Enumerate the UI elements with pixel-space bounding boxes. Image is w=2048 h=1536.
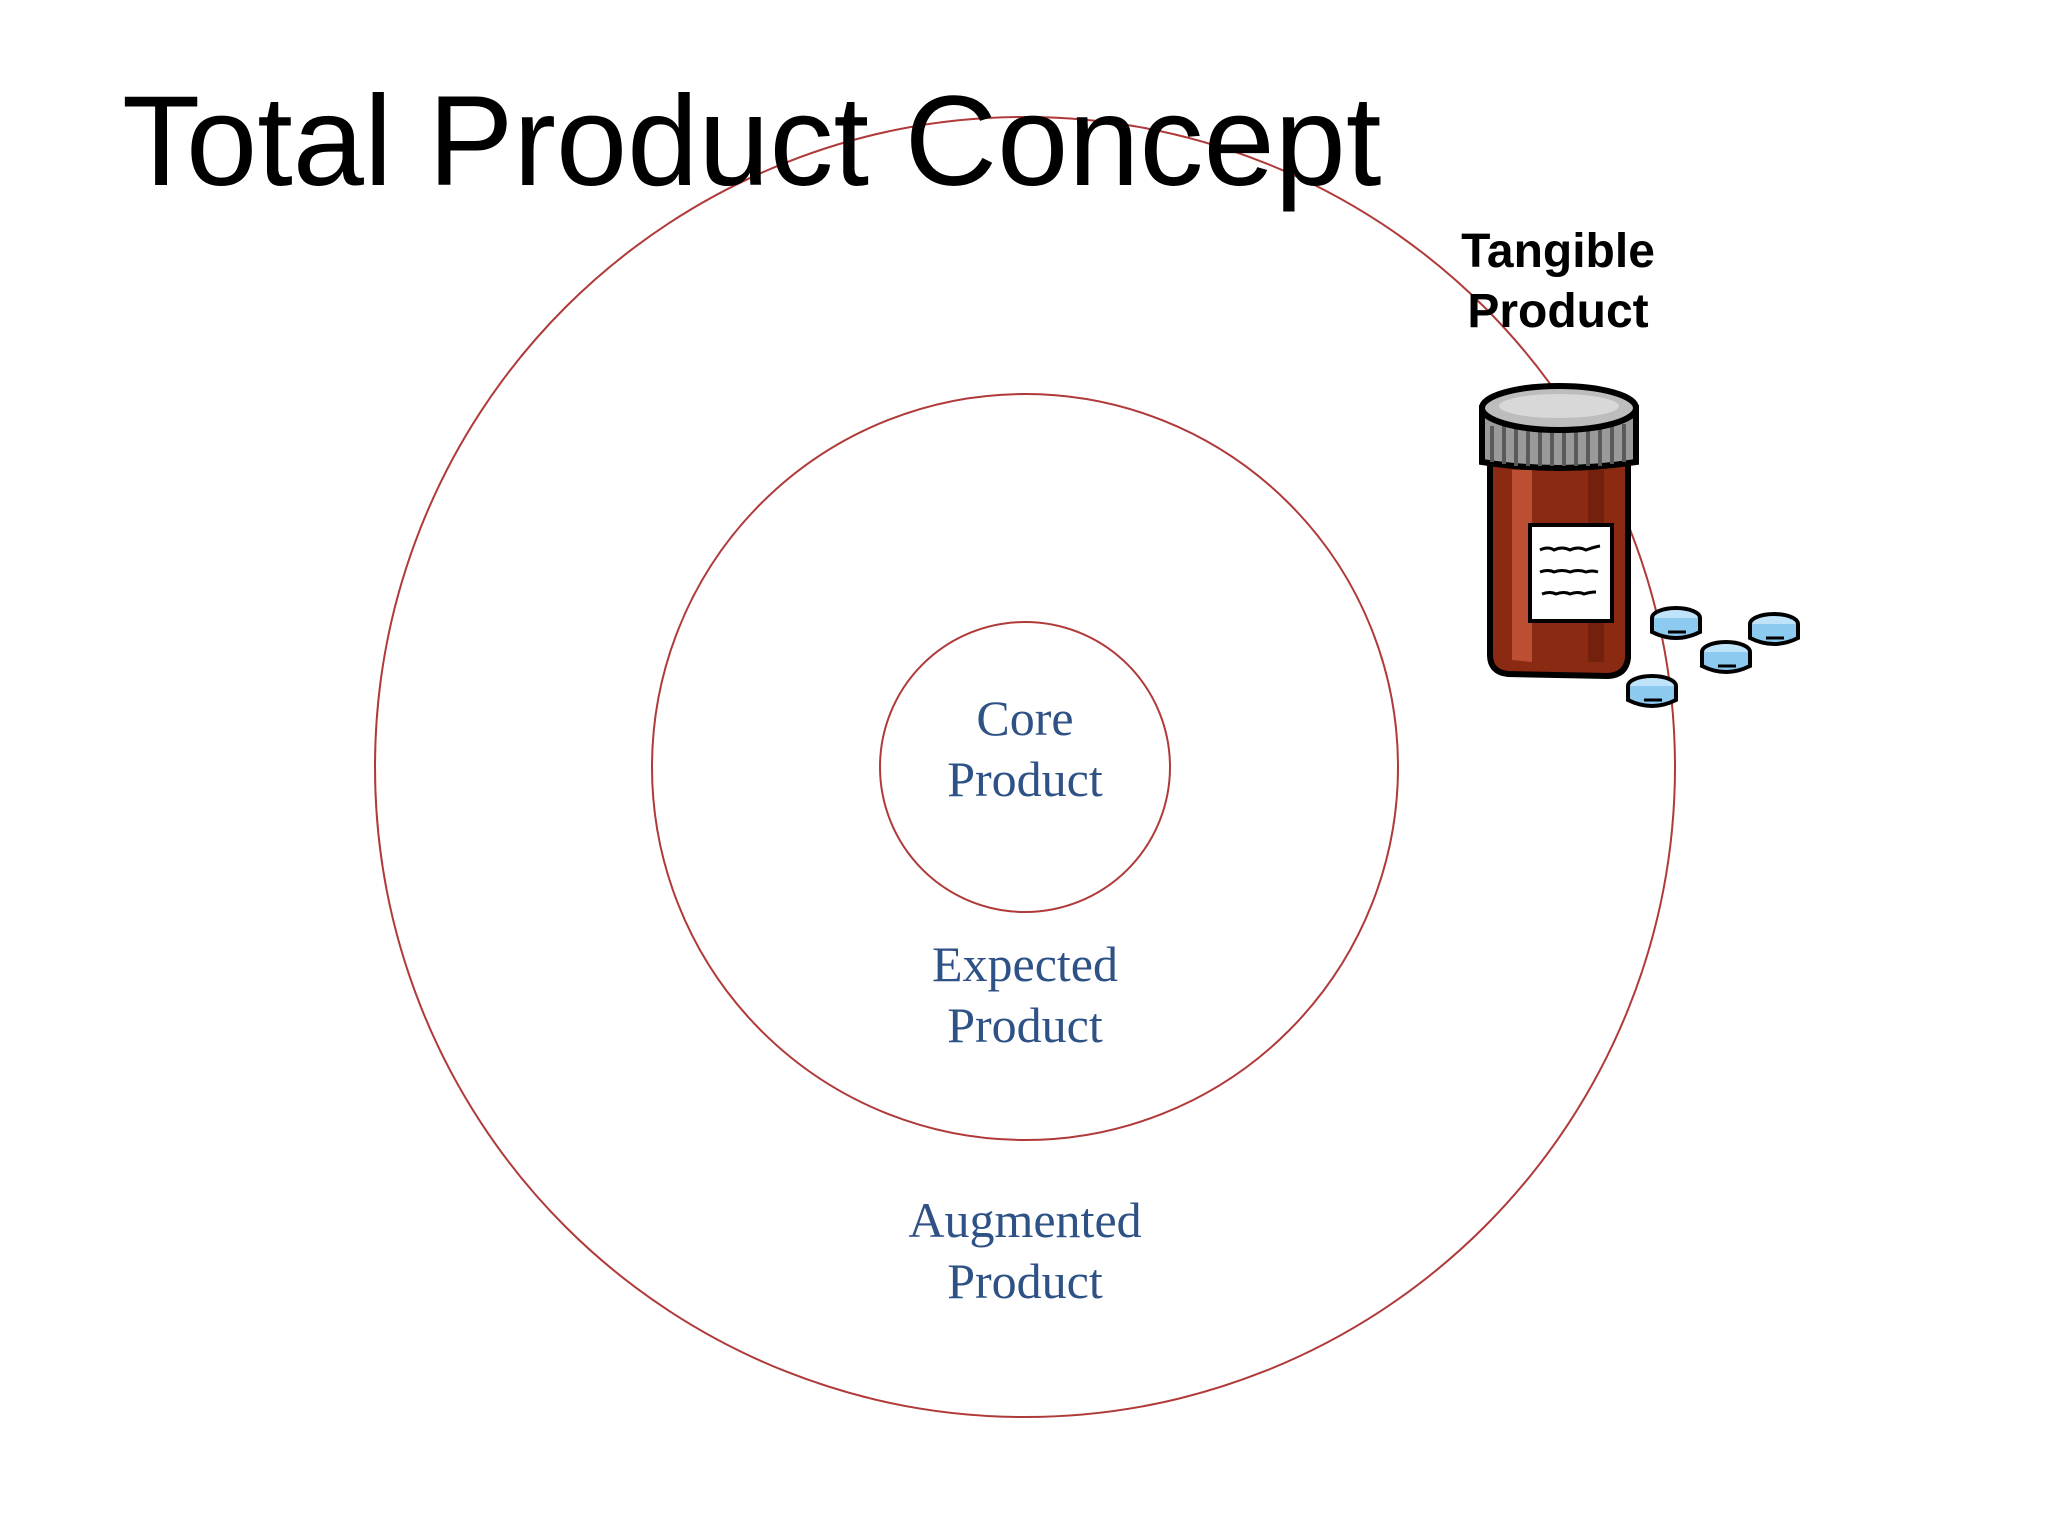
pill-1 — [1650, 606, 1702, 640]
core-product-ring — [879, 621, 1171, 913]
augmented-product-label-line1: Augmented — [908, 1192, 1142, 1248]
pill-bottle-icon — [1479, 383, 1800, 708]
augmented-product-label: Augmented Product — [845, 1190, 1205, 1312]
expected-product-label: Expected Product — [845, 934, 1205, 1056]
tangible-product-label-line1: Tangible — [1461, 225, 1655, 278]
expected-product-ring — [651, 393, 1399, 1141]
pill-4 — [1626, 674, 1678, 708]
augmented-product-label-line2: Product — [947, 1253, 1103, 1309]
augmented-product-ring — [374, 116, 1676, 1418]
pill-2 — [1748, 612, 1800, 646]
tangible-product-label-line2: Product — [1467, 285, 1649, 338]
expected-product-label-line2: Product — [947, 997, 1103, 1053]
tangible-product-label: Tangible Product — [1418, 222, 1698, 342]
pill-3 — [1700, 640, 1752, 674]
core-product-label-line1: Core — [976, 690, 1074, 746]
core-product-label-line2: Product — [947, 751, 1103, 807]
core-product-label: Core Product — [845, 688, 1205, 810]
slide-title: Total Product Concept — [122, 70, 1382, 213]
expected-product-label-line1: Expected — [931, 936, 1118, 992]
